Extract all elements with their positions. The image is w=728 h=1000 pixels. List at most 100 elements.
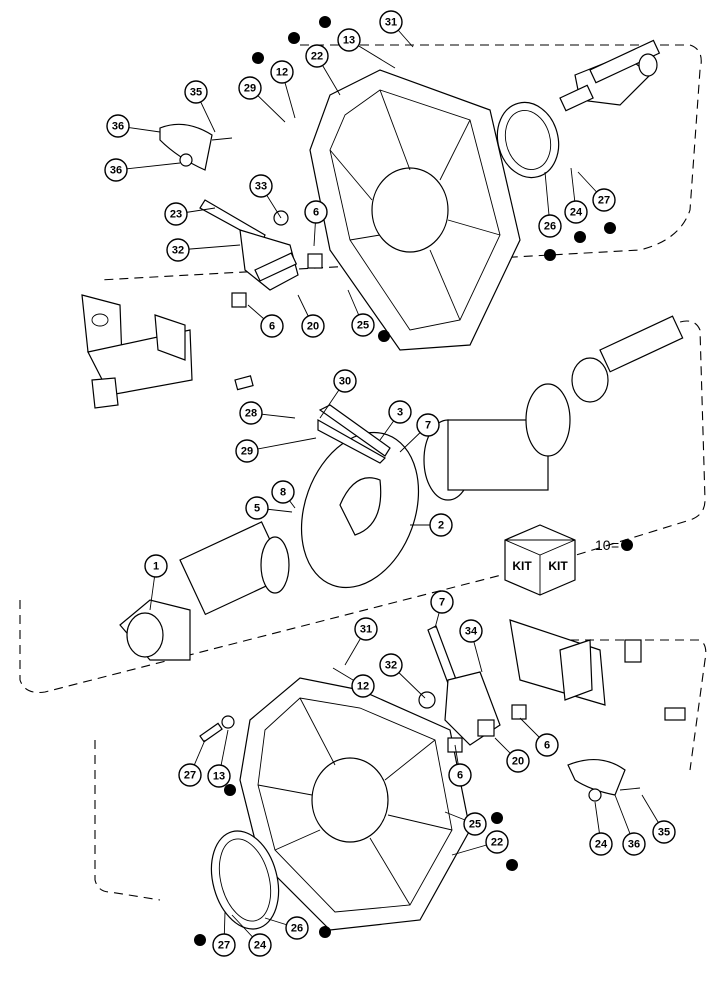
callout-bubble: [506, 749, 530, 773]
callout-label: 2: [438, 520, 444, 532]
callout-bubble: [485, 830, 509, 854]
callout-36: 36: [622, 832, 646, 856]
callout-bubble: [248, 933, 272, 957]
callout-29: 29: [235, 439, 259, 463]
callout-label: 29: [244, 83, 256, 95]
callout-label: 27: [218, 940, 230, 952]
callout-27: 27: [592, 188, 616, 212]
callout-bubble: [106, 114, 130, 138]
kit-label-right: KIT: [548, 559, 568, 573]
upper-group-outline: [99, 44, 702, 281]
callout-27: 27: [212, 933, 236, 957]
callout-bubble: [260, 314, 284, 338]
callout-label: 36: [112, 121, 124, 133]
callout-bubble: [305, 44, 329, 68]
callout-bubble: [379, 653, 403, 677]
callout-label: 31: [385, 17, 397, 29]
callout-label: 27: [184, 770, 196, 782]
callout-bubble: [144, 554, 168, 578]
callout-32: 32: [379, 653, 403, 677]
callout-bubble: [235, 439, 259, 463]
callout-13: 13: [207, 764, 231, 788]
lower-cap-assembly: [567, 759, 641, 802]
callout-bubble: [271, 480, 295, 504]
upper-cap-assembly: [159, 123, 233, 171]
kit-dot: [544, 249, 556, 261]
callout-bubble: [239, 401, 263, 425]
callout-1: 1: [144, 554, 168, 578]
callout-bubble: [301, 314, 325, 338]
callout-34: 34: [459, 619, 483, 643]
upper-lever-assembly: [199, 199, 323, 308]
callout-26: 26: [538, 214, 562, 238]
callout-label: 27: [598, 195, 610, 207]
callout-label: 34: [465, 626, 478, 638]
callout-bubble: [351, 313, 375, 337]
lower-group-outline: [94, 639, 707, 901]
callout-label: 22: [491, 837, 503, 849]
callout-3: 3: [388, 400, 412, 424]
callout-bubble: [429, 513, 453, 537]
callout-bubble: [166, 238, 190, 262]
callout-bubble: [379, 10, 403, 34]
callout-label: 20: [307, 321, 319, 333]
callout-label: 7: [425, 420, 431, 432]
kit-label-left: KIT: [512, 559, 532, 573]
callout-label: 3: [397, 407, 403, 419]
callout-label: 13: [213, 771, 225, 783]
callout-13: 13: [337, 28, 361, 52]
upper-gasket: [496, 101, 560, 179]
callout-bubble: [652, 820, 676, 844]
callout-label: 30: [339, 376, 351, 388]
callout-bubble: [448, 763, 472, 787]
callout-bubble: [285, 916, 309, 940]
callout-label: 6: [544, 740, 550, 752]
callout-label: 24: [254, 940, 267, 952]
callout-label: 12: [276, 67, 288, 79]
callout-30: 30: [333, 369, 357, 393]
middle-right-tube: [423, 315, 684, 501]
middle-disc: [300, 431, 420, 589]
callout-label: 35: [190, 87, 202, 99]
callout-label: 36: [110, 165, 122, 177]
callout-label: 20: [512, 756, 524, 768]
callout-35: 35: [652, 820, 676, 844]
callout-label: 6: [313, 207, 319, 219]
callout-6: 6: [448, 763, 472, 787]
kit-dot: [288, 32, 300, 44]
callout-bubble: [304, 200, 328, 224]
kit-legend-equals: =: [611, 537, 619, 553]
callout-bubble: [354, 617, 378, 641]
callout-label: 29: [241, 446, 253, 458]
callout-label: 24: [595, 839, 608, 851]
callout-bubble: [238, 76, 262, 100]
callout-bubble: [459, 619, 483, 643]
callout-26: 26: [285, 916, 309, 940]
callout-24: 24: [589, 832, 613, 856]
callout-24: 24: [564, 200, 588, 224]
callout-label: 32: [172, 245, 184, 257]
callout-25: 25: [351, 313, 375, 337]
callout-label: 5: [254, 503, 260, 515]
callout-bubble: [535, 733, 559, 757]
callout-12: 12: [270, 60, 294, 84]
callout-label: 6: [457, 770, 463, 782]
callout-bubble: [564, 200, 588, 224]
leader-line: [246, 437, 317, 452]
callout-28: 28: [239, 401, 263, 425]
middle-left-tube: [119, 521, 290, 661]
callout-bubble: [249, 174, 273, 198]
callout-36: 36: [106, 114, 130, 138]
callout-20: 20: [506, 749, 530, 773]
callout-27: 27: [178, 763, 202, 787]
callout-label: 22: [311, 51, 323, 63]
callout-label: 23: [170, 209, 182, 221]
callout-bubble: [212, 933, 236, 957]
callout-23: 23: [164, 202, 188, 226]
callout-33: 33: [249, 174, 273, 198]
callout-label: 12: [357, 681, 369, 693]
kit-legend-number: 10: [595, 537, 611, 553]
callout-bubble: [622, 832, 646, 856]
kit-dot: [506, 859, 518, 871]
